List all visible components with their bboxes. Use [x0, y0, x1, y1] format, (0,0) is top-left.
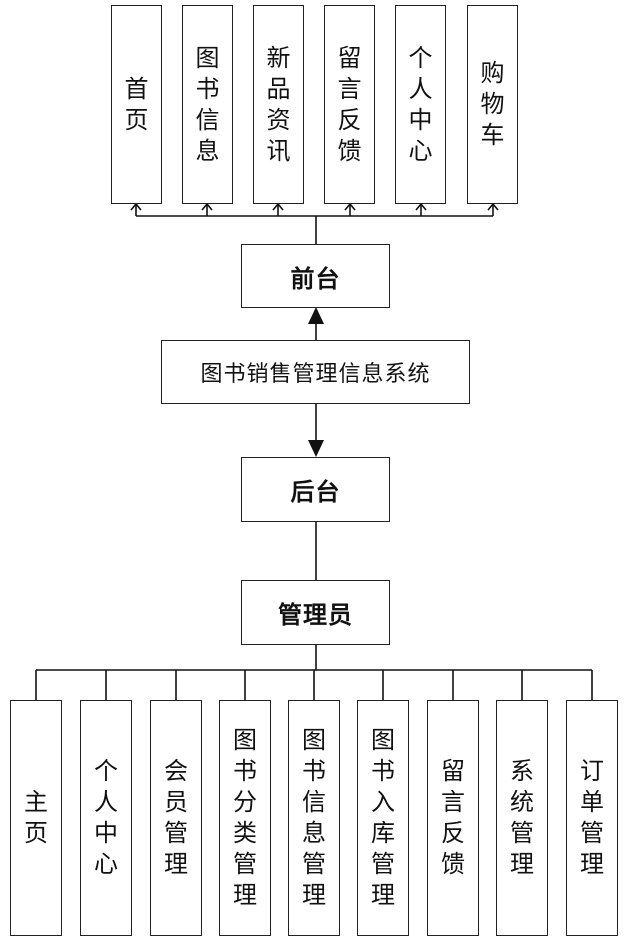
backend-drop-lines	[35, 670, 593, 700]
module-label: 留言反馈	[337, 43, 362, 165]
frontend-drop-lines	[130, 202, 499, 216]
admin-node: 管理员	[241, 580, 390, 645]
arrow-up-icon	[308, 307, 324, 324]
module-label: 系统管理	[510, 757, 534, 878]
arrow-down-icon	[308, 440, 324, 457]
module-label: 留言反馈	[441, 757, 465, 878]
frontend-module-4: 留言反馈	[324, 5, 375, 204]
backend-module-4: 图书分类管理	[219, 700, 271, 936]
frontend-module-2: 图书信息	[182, 5, 233, 204]
system-title: 图书销售管理信息系统	[200, 362, 431, 387]
backend-module-7: 留言反馈	[427, 700, 479, 936]
module-label: 新品资讯	[266, 43, 291, 165]
backend-module-9: 订单管理	[566, 700, 618, 936]
frontend-node: 前台	[241, 244, 390, 308]
module-label: 图书分类管理	[233, 726, 257, 909]
backend-node: 后台	[241, 457, 390, 522]
module-label: 订单管理	[580, 757, 604, 878]
module-label: 会员管理	[164, 757, 188, 878]
module-label: 首页	[124, 74, 149, 134]
frontend-module-3: 新品资讯	[253, 5, 304, 204]
frontend-module-5: 个人中心	[395, 5, 446, 204]
frontend-label: 前台	[290, 264, 341, 293]
backend-module-2: 个人中心	[80, 700, 132, 936]
backend-module-3: 会员管理	[150, 700, 202, 936]
module-label: 个人中心	[94, 757, 118, 878]
module-label: 图书信息管理	[302, 726, 326, 909]
backend-label: 后台	[290, 478, 341, 506]
backend-module-1: 主页	[10, 700, 62, 936]
module-label: 主页	[24, 788, 48, 847]
backend-module-6: 图书入库管理	[357, 700, 409, 936]
system-node: 图书销售管理信息系统	[161, 340, 470, 404]
module-label: 图书信息	[195, 43, 220, 165]
frontend-module-1: 首页	[111, 5, 162, 204]
backend-module-8: 系统管理	[496, 700, 548, 936]
frontend-module-6: 购物车	[467, 5, 518, 204]
backend-module-5: 图书信息管理	[288, 700, 340, 936]
module-label: 图书入库管理	[371, 726, 395, 909]
module-label: 购物车	[480, 59, 505, 149]
admin-label: 管理员	[278, 601, 353, 629]
module-label: 个人中心	[408, 43, 433, 165]
